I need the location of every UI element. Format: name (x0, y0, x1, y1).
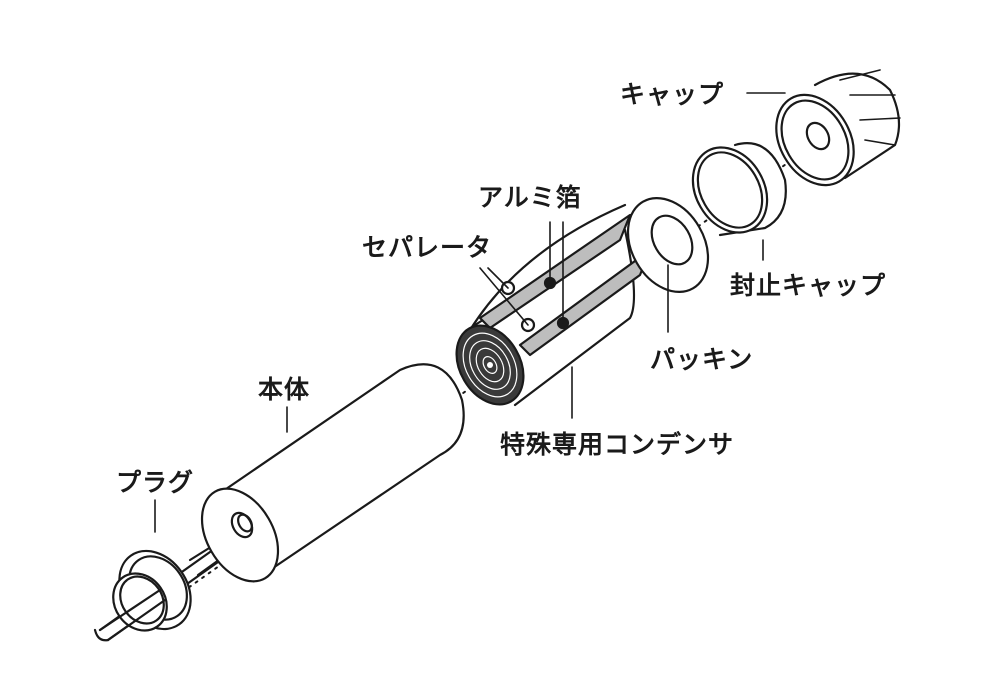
cap-part (746, 69, 901, 187)
capacitor-part (455, 203, 652, 419)
body-part (200, 363, 465, 583)
label-aluminum-foil: アルミ箔 (478, 183, 582, 212)
label-capacitor: 特殊専用コンデンサ (500, 430, 735, 459)
label-body: 本体 (258, 375, 311, 404)
label-packing: パッキン (650, 345, 754, 374)
packing-part (626, 197, 710, 333)
label-plug: プラグ (116, 468, 195, 497)
plug-part (93, 538, 232, 642)
label-sealing-cap: 封止キャップ (730, 271, 887, 300)
label-cap: キャップ (620, 80, 725, 109)
sealing-cap-part (691, 142, 787, 261)
label-separator: セパレータ (362, 233, 493, 262)
